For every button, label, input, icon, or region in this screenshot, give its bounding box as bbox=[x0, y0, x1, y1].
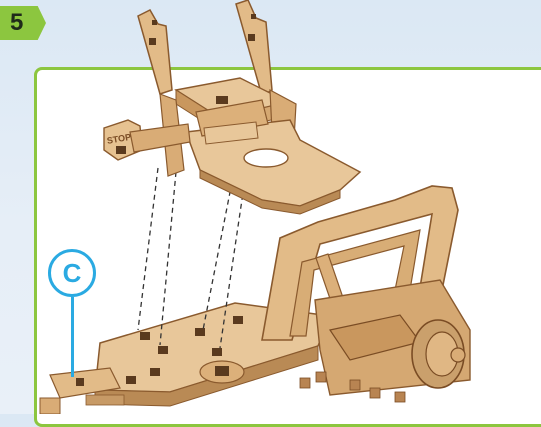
upper-assembly: STOP bbox=[104, 0, 360, 214]
callout-leader-line bbox=[71, 297, 74, 377]
lower-assembly bbox=[40, 186, 470, 414]
assembly-illustration: STOP bbox=[0, 0, 541, 414]
part-c-label: C bbox=[63, 258, 82, 289]
grille-block bbox=[86, 395, 124, 405]
part-c-callout: C bbox=[48, 249, 96, 297]
